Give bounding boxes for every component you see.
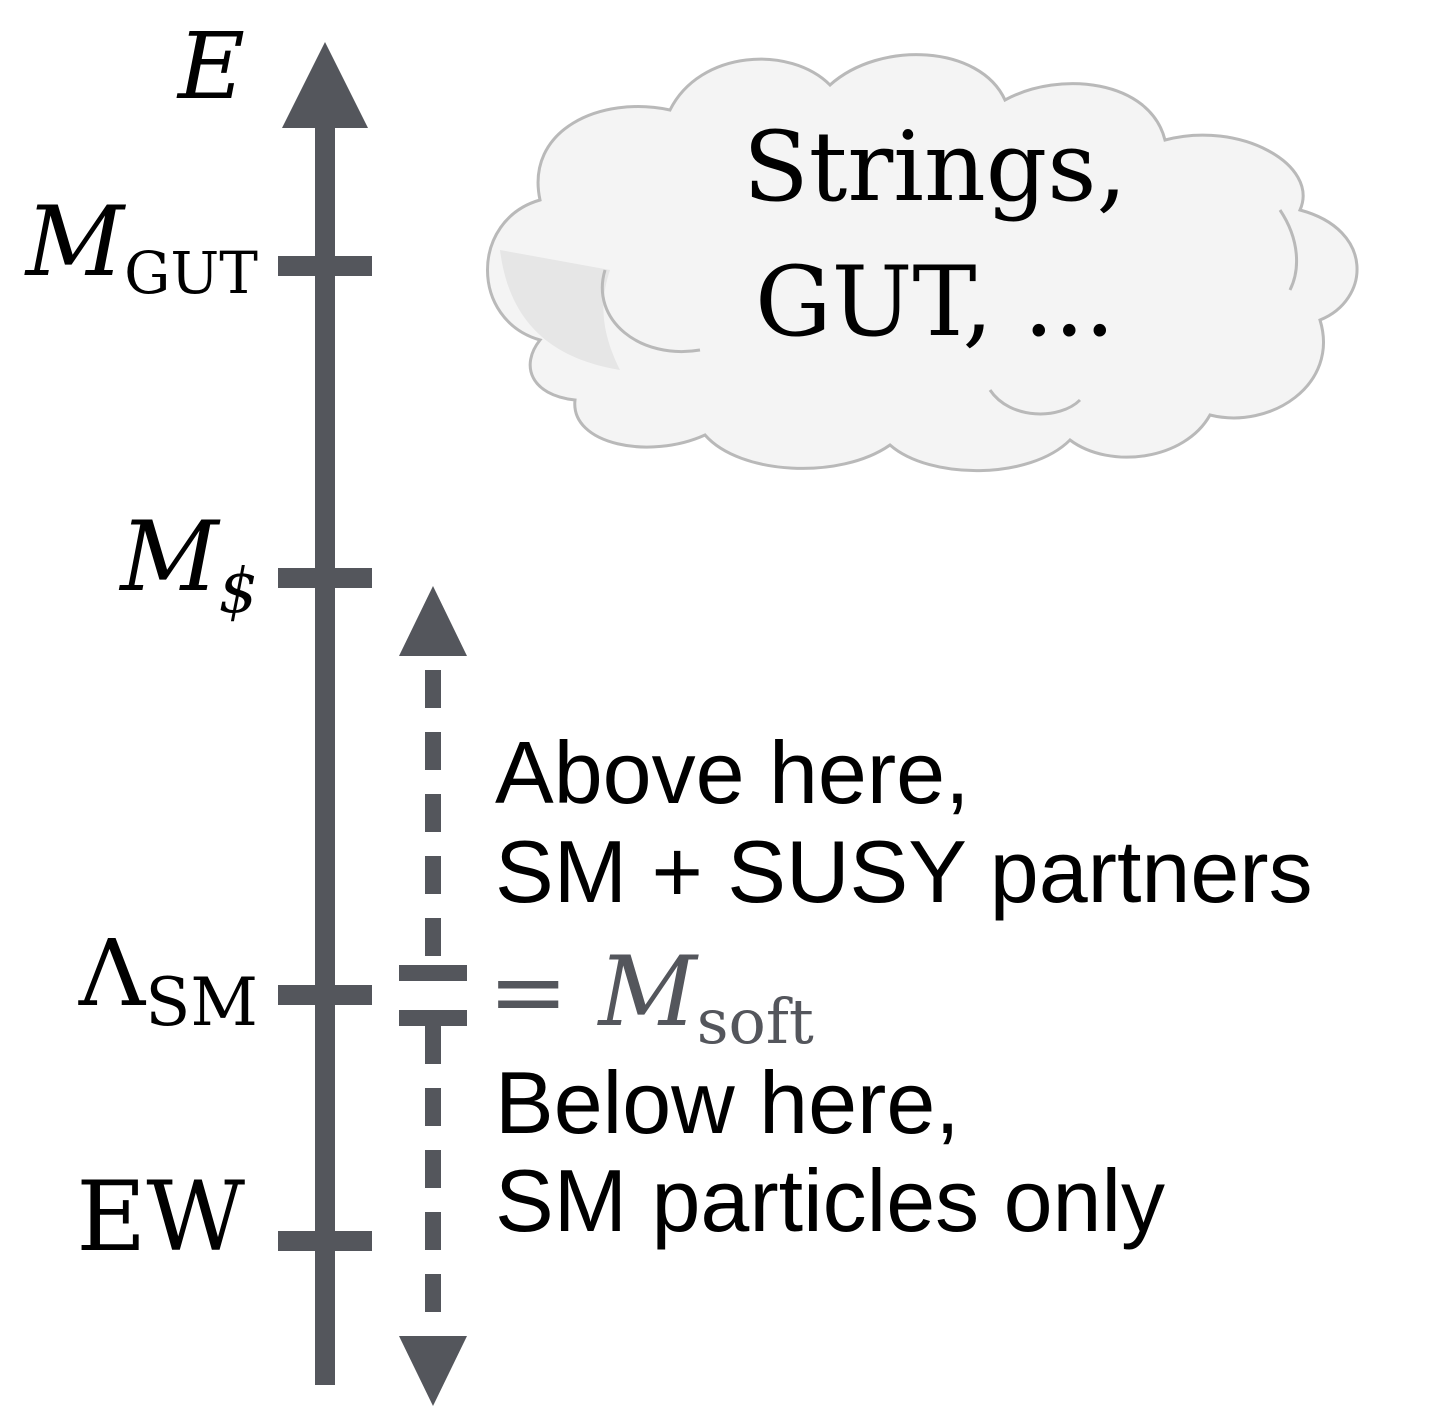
cloud-line-1: Strings, bbox=[743, 111, 1127, 223]
label-ew: EW bbox=[76, 1161, 245, 1273]
axis-arrowhead bbox=[282, 42, 368, 128]
msoft-tick-upper bbox=[399, 965, 467, 981]
m-soft-equals: = bbox=[488, 936, 568, 1048]
label-lambda-sm: ΛSM bbox=[78, 920, 258, 1041]
cloud: Strings, GUT, ... bbox=[486, 53, 1359, 473]
label-m-susy-symbol: M bbox=[118, 501, 221, 613]
label-m-susy-subscript: $ bbox=[219, 554, 258, 627]
cloud-line-2: GUT, ... bbox=[755, 246, 1115, 358]
cloud-inner-curve bbox=[600, 269, 701, 353]
above-line-1: Above here, bbox=[495, 723, 970, 822]
tick-gut bbox=[278, 256, 372, 276]
msoft-tick-stem bbox=[425, 981, 441, 1010]
cloud-inner-curve bbox=[1278, 209, 1299, 291]
label-lambda-sm-symbol: Λ bbox=[78, 920, 147, 1027]
below-line-2: SM particles only bbox=[495, 1151, 1165, 1250]
axis-label: E bbox=[176, 13, 245, 120]
tick-ew bbox=[278, 1231, 372, 1251]
dashed-axis-down-arrow bbox=[399, 1336, 467, 1406]
cloud-shape bbox=[486, 53, 1359, 473]
label-m-gut: MGUT bbox=[24, 186, 259, 307]
cloud-shadow bbox=[500, 250, 620, 370]
label-m-soft: =Msoft bbox=[488, 936, 814, 1058]
cloud-inner-curve bbox=[988, 389, 1082, 416]
dashed-axis-up-arrow bbox=[399, 586, 467, 656]
label-m-gut-subscript: GUT bbox=[124, 239, 258, 307]
tick-susy bbox=[278, 568, 372, 588]
label-m-gut-symbol: M bbox=[24, 186, 127, 298]
m-soft-subscript: soft bbox=[697, 985, 814, 1058]
dashed-scale-axis bbox=[399, 586, 467, 1406]
label-lambda-sm-subscript: SM bbox=[145, 964, 258, 1041]
label-m-susy: M$ bbox=[118, 501, 258, 627]
tick-sm bbox=[278, 985, 372, 1005]
energy-axis: E bbox=[176, 13, 368, 1385]
m-soft-symbol: M bbox=[596, 936, 699, 1048]
axis-line bbox=[315, 110, 335, 1385]
below-line-1: Below here, bbox=[495, 1053, 960, 1152]
above-line-2: SM + SUSY partners bbox=[495, 822, 1313, 921]
msoft-tick-lower bbox=[399, 1010, 467, 1026]
